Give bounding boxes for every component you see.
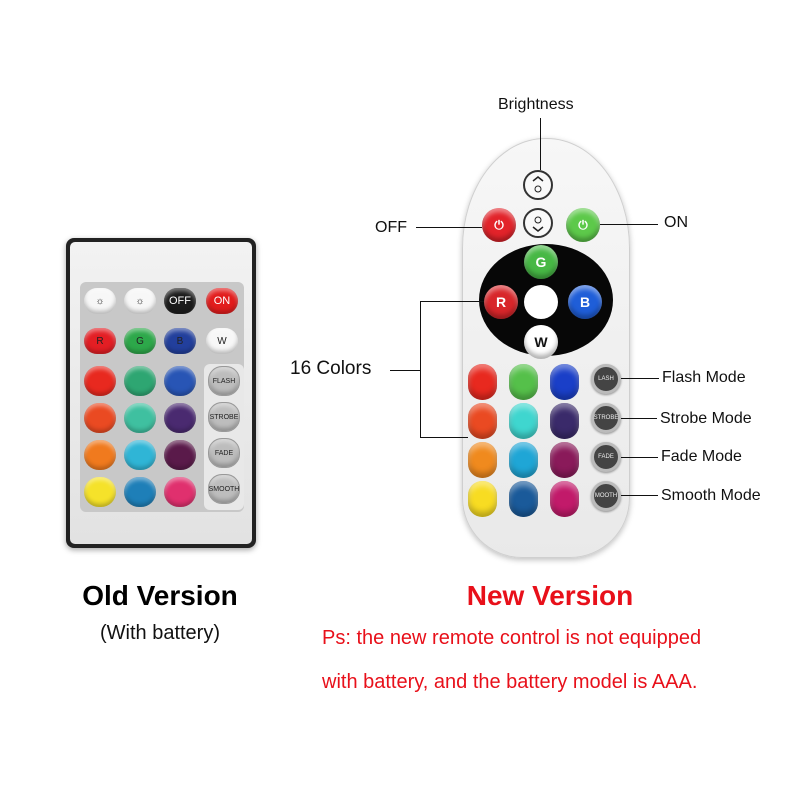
- flash-mode-button[interactable]: LASH: [591, 364, 621, 394]
- flash-mode-label: Flash Mode: [662, 369, 746, 386]
- new-green-button[interactable]: G: [524, 245, 558, 279]
- old-white-key[interactable]: W: [206, 328, 238, 354]
- old-blue-key[interactable]: B: [164, 328, 196, 354]
- brightness-up-button[interactable]: [523, 170, 553, 200]
- smooth-mode-button[interactable]: MOOTH: [591, 481, 621, 511]
- new-color-key[interactable]: [550, 481, 579, 517]
- brightness-up-icon: [532, 176, 544, 193]
- old-color-key[interactable]: [84, 366, 116, 396]
- flash-pointer: [621, 378, 659, 379]
- new-color-key[interactable]: [509, 442, 538, 478]
- colors-bracket-top: [420, 301, 484, 302]
- new-color-key[interactable]: [468, 403, 497, 439]
- old-color-key[interactable]: [124, 366, 156, 396]
- sun-icon: ☼: [135, 295, 145, 307]
- colors-pointer: [390, 370, 420, 371]
- off-pointer: [416, 227, 482, 228]
- old-fade-key[interactable]: FADE: [208, 438, 240, 468]
- fade-mode-button[interactable]: FADE: [591, 442, 621, 472]
- new-blue-button[interactable]: B: [568, 285, 602, 319]
- battery-note-line2: with battery, and the battery model is A…: [322, 671, 698, 693]
- old-red-key[interactable]: R: [84, 328, 116, 354]
- old-version-subtitle: (With battery): [99, 622, 221, 644]
- fade-pointer: [621, 457, 658, 458]
- new-color-key[interactable]: [550, 442, 579, 478]
- old-on-key[interactable]: ON: [206, 288, 238, 314]
- power-icon: ⏻: [494, 217, 504, 232]
- old-off-key[interactable]: OFF: [164, 288, 196, 314]
- old-color-key[interactable]: [84, 403, 116, 433]
- dpad-center-button[interactable]: [524, 285, 558, 319]
- old-color-key[interactable]: [164, 366, 196, 396]
- old-remote-face: ☼ ☼ OFF ON R G B W FLASH STROBE FADE SMO…: [70, 242, 252, 544]
- brightness-down-icon: [532, 216, 544, 232]
- new-white-button[interactable]: W: [524, 325, 558, 359]
- fade-mode-label: Fade Mode: [661, 448, 742, 465]
- new-color-key[interactable]: [509, 403, 538, 439]
- off-label: OFF: [375, 219, 407, 236]
- strobe-mode-label: Strobe Mode: [660, 410, 752, 427]
- on-label: ON: [664, 214, 688, 231]
- old-color-key[interactable]: [164, 403, 196, 433]
- on-pointer: [600, 224, 658, 225]
- new-color-key[interactable]: [509, 481, 538, 517]
- colors-label: 16 Colors: [290, 358, 372, 379]
- old-color-key[interactable]: [124, 440, 156, 470]
- smooth-mode-label: Smooth Mode: [661, 487, 761, 504]
- colors-bracket-bottom: [420, 437, 468, 438]
- new-off-button[interactable]: ⏻: [482, 208, 516, 242]
- brightness-up-key[interactable]: ☼: [124, 288, 156, 314]
- brightness-down-button[interactable]: [523, 208, 553, 238]
- strobe-pointer: [621, 418, 657, 419]
- battery-note-line1: Ps: the new remote control is not equipp…: [322, 627, 702, 649]
- old-green-key[interactable]: G: [124, 328, 156, 354]
- old-color-key[interactable]: [84, 440, 116, 470]
- old-version-title: Old Version: [82, 580, 238, 611]
- colors-bracket: [420, 301, 421, 437]
- old-color-key[interactable]: [164, 477, 196, 507]
- strobe-mode-button[interactable]: STROBE: [591, 403, 621, 433]
- new-color-key[interactable]: [509, 364, 538, 400]
- old-smooth-key[interactable]: SMOOTH: [208, 474, 240, 504]
- new-color-key[interactable]: [468, 364, 497, 400]
- new-on-button[interactable]: ⏻: [566, 208, 600, 242]
- smooth-pointer: [621, 495, 658, 496]
- old-color-key[interactable]: [124, 477, 156, 507]
- old-remote: ☼ ☼ OFF ON R G B W FLASH STROBE FADE SMO…: [66, 238, 256, 548]
- new-version-title: New Version: [466, 580, 634, 611]
- new-color-key[interactable]: [550, 364, 579, 400]
- old-color-key[interactable]: [84, 477, 116, 507]
- brightness-pointer: [540, 118, 541, 170]
- power-icon: ⏻: [578, 217, 588, 232]
- old-color-key[interactable]: [124, 403, 156, 433]
- old-strobe-key[interactable]: STROBE: [208, 402, 240, 432]
- new-color-key[interactable]: [468, 442, 497, 478]
- new-color-key[interactable]: [468, 481, 497, 517]
- sun-icon: ☼: [95, 295, 105, 307]
- brightness-down-key[interactable]: ☼: [84, 288, 116, 314]
- new-red-button[interactable]: R: [484, 285, 518, 319]
- old-color-key[interactable]: [164, 440, 196, 470]
- brightness-label: Brightness: [498, 96, 574, 113]
- new-color-key[interactable]: [550, 403, 579, 439]
- old-flash-key[interactable]: FLASH: [208, 366, 240, 396]
